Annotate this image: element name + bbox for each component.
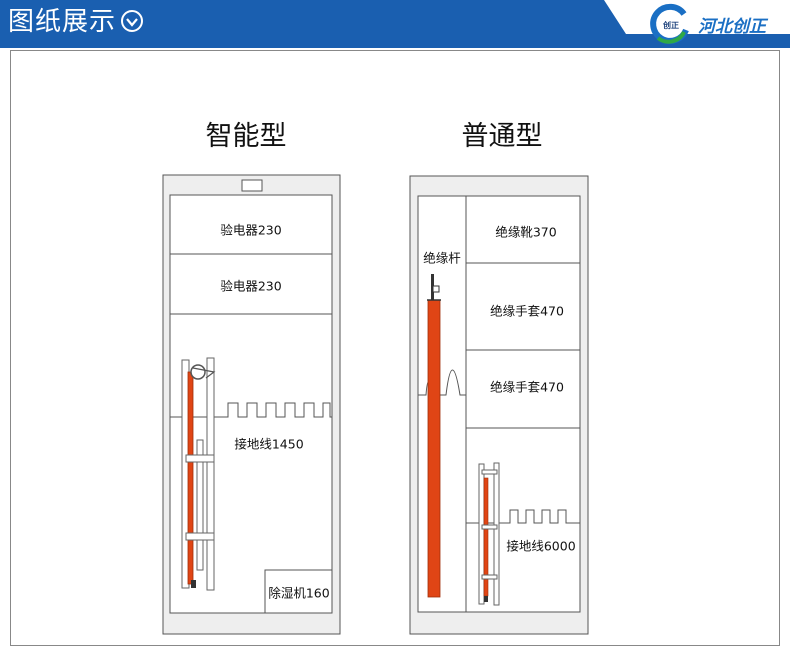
compartment-label: 验电器230: [220, 278, 282, 294]
grounding-wire-icon: [181, 357, 216, 591]
cabinet-smart: [162, 174, 341, 635]
section-title: 图纸展示: [8, 6, 144, 38]
indicator-window: [241, 179, 263, 192]
page-header: 图纸展示 创正 河北创正: [0, 0, 790, 48]
section-title-text: 图纸展示: [8, 7, 117, 37]
compartment-label: 绝缘手套470: [490, 379, 564, 395]
circle-chevron-down-icon[interactable]: [120, 9, 144, 33]
brand-name: 河北创正: [698, 17, 766, 37]
compartment-label: 绝缘靴370: [495, 224, 557, 240]
compartment-label: 接地线6000: [506, 538, 576, 554]
compartment-label: 绝缘手套470: [490, 303, 564, 319]
cabinet-title-normal: 普通型: [461, 121, 543, 152]
brand-logo-icon: 创正: [650, 3, 689, 44]
header-bar: [0, 0, 790, 48]
dehumidifier-box: [264, 569, 333, 614]
compartment-label: 接地线1450: [234, 436, 304, 452]
logo-text: 创正: [662, 20, 679, 30]
compartment-label: 除湿机160: [268, 585, 330, 601]
hook-rail: [170, 402, 332, 418]
hook-rail-2: [466, 509, 580, 524]
diagram-frame: [10, 50, 780, 646]
rod-hanger: [418, 369, 466, 396]
cabinet-normal: [409, 175, 589, 635]
compartment-label: 验电器230: [220, 222, 282, 238]
compartment-label: 绝缘杆: [423, 250, 461, 266]
grounding-wire-icon-2: [478, 462, 500, 606]
insulation-rod-icon: [427, 274, 441, 598]
cabinet-title-smart: 智能型: [205, 121, 287, 152]
